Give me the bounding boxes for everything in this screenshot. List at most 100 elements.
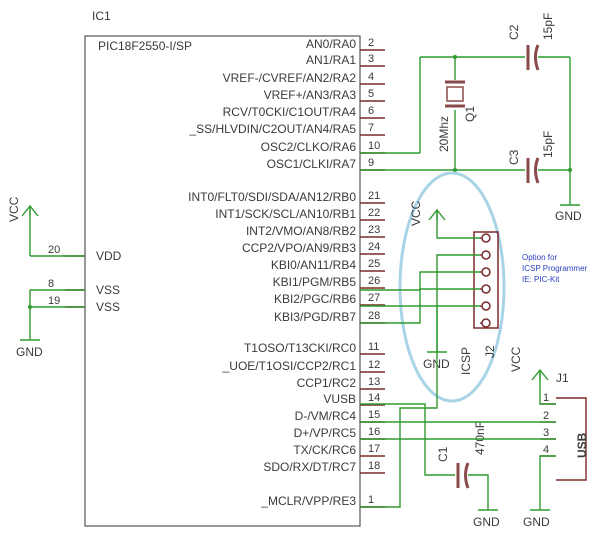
usb-pin-number: 2 <box>543 410 549 422</box>
q1-value: 20Mhz <box>437 116 451 152</box>
icsp-highlight-ellipse <box>398 171 506 403</box>
ic1-pin-name: INT0/FLT0/SDI/SDA/AN12/RB0 <box>188 190 356 204</box>
ic1-pin-number: 12 <box>368 359 380 371</box>
c3-plate-right <box>534 157 540 184</box>
c1-value: 470nF <box>473 421 487 455</box>
ic1-pin-name: INT2/VMO/AN8/RB2 <box>246 224 356 238</box>
usb-gnd-wire <box>539 455 556 510</box>
c3-value: 15pF <box>541 131 555 158</box>
ic1-pin-name: VDD <box>96 249 122 263</box>
c1-gnd-wire <box>468 474 489 510</box>
ic1-pin-number: 16 <box>368 426 380 438</box>
ic1-pin-number: 10 <box>368 140 380 152</box>
vcc-arrow-left <box>21 204 39 217</box>
ic1-pin-number: 19 <box>48 295 60 307</box>
ic1-pin-number: 26 <box>368 275 380 287</box>
ic1-pin-name: KBI2/PGC/RB6 <box>274 292 356 306</box>
usb-pin-number: 3 <box>543 427 549 439</box>
ic1-pin-name: INT1/SCK/SCL/AN10/RB1 <box>215 207 356 221</box>
ic1-pin-name: D+/VP/RC5 <box>294 426 357 440</box>
junction-q1-top <box>453 55 457 59</box>
ic1-pin-number: 2 <box>368 37 374 49</box>
pgd-wire <box>360 288 480 324</box>
icsp-note-line3: IE: PIC-Kit <box>522 275 560 284</box>
ic1-pin-name: T1OSO/T13CKI/RC0 <box>244 341 356 355</box>
ic1-pin-number: 15 <box>368 409 380 421</box>
ic1-pin-number: 20 <box>48 244 60 256</box>
q1-body <box>446 86 464 102</box>
ic1-pin-number: 5 <box>368 88 374 100</box>
ic1-pin-number: 8 <box>48 278 54 290</box>
ic1-pin-number: 21 <box>368 190 380 202</box>
j2-pin <box>481 250 491 260</box>
ic1-pin-number: 18 <box>368 460 380 472</box>
ic1-pin-name: VREF-/CVREF/AN2/RA2 <box>223 71 357 85</box>
ic1-pin-number: 3 <box>368 53 374 65</box>
ic1-pin-name: VUSB <box>323 392 356 406</box>
ic1-pin-number: 7 <box>368 122 374 134</box>
vcc-label-left: VCC <box>7 196 21 222</box>
gnd-label-usb: GND <box>523 515 550 529</box>
vcc-label-icsp: VCC <box>409 200 423 226</box>
j2-ref: J2 <box>483 345 497 358</box>
usb-vcc-wire <box>539 372 556 405</box>
ic1-pin-name: VSS <box>96 300 120 314</box>
ic1-body <box>84 35 361 527</box>
j2-pin <box>481 233 491 243</box>
ic1-pin-number: 23 <box>368 224 380 236</box>
ic1-pin-number: 9 <box>368 157 374 169</box>
mclr-wire <box>360 305 438 508</box>
ic1-pin-number: 13 <box>368 376 380 388</box>
ic1-pin-name: KBI3/PGD/RB7 <box>274 310 356 324</box>
ic1-pin-name: VREF+/AN3/RA3 <box>264 88 357 102</box>
usb-pin-number: 4 <box>543 444 549 456</box>
icsp-note-line1: Option for <box>522 253 557 262</box>
j2-pin <box>481 301 491 311</box>
ic1-pin-name: OSC1/CLKI/RA7 <box>267 157 357 171</box>
gnd-label-left: GND <box>16 345 43 359</box>
icsp-note-line2: ICSP Programmer <box>522 264 588 273</box>
j2-label: ICSP <box>459 347 473 375</box>
c2-plate-right <box>534 44 540 71</box>
ic1-ref: IC1 <box>92 9 111 23</box>
ic1-pin-name: CCP2/VPO/AN9/RB3 <box>242 241 356 255</box>
junction-q1-bottom <box>453 168 457 172</box>
vcc-arrow-usb <box>531 368 549 381</box>
gnd-label-caps: GND <box>555 209 582 223</box>
j2-pins <box>480 233 491 328</box>
ic1-pin-name: CCP1/RC2 <box>297 376 357 390</box>
c1-plate-right <box>464 462 470 489</box>
ic1-pin-name: OSC2/CLKO/RA6 <box>261 140 357 154</box>
ic1-pin-number: 6 <box>368 105 374 117</box>
usb-pins: 1 2 3 4 <box>540 392 556 457</box>
pgm-wire <box>360 271 480 291</box>
usb-pin-number: 1 <box>543 392 549 404</box>
j2-pin <box>481 318 491 328</box>
ic1-pin-name: AN1/RA1 <box>306 53 356 67</box>
c1-ref: C1 <box>436 446 450 462</box>
c2-ref: C2 <box>507 24 521 40</box>
gnd-label-c1: GND <box>473 515 500 529</box>
ic1-pin-name: KBI0/AN11/RB4 <box>271 258 356 272</box>
ic1-pin-number: 28 <box>368 310 380 322</box>
ic1-pin-number: 11 <box>368 341 379 353</box>
ic1-pin-name: VSS <box>96 283 120 297</box>
ic1-pin-number: 25 <box>368 258 380 270</box>
ic1-pin-number: 17 <box>368 443 380 455</box>
ic1-pin-name: SDO/RX/DT/RC7 <box>263 460 356 474</box>
j1-ref: J1 <box>556 371 569 385</box>
ic1-pin-name: AN0/RA0 <box>306 37 356 51</box>
j2-pin <box>481 267 491 277</box>
ic1-part: PIC18F2550-I/SP <box>98 39 192 53</box>
usb-label: USB <box>575 432 589 458</box>
vcc-label-usb: VCC <box>509 346 523 372</box>
ic1-pin-name: KBI1/PGM/RB5 <box>273 275 357 289</box>
junction-vss <box>28 305 32 309</box>
ic1-pin-number: 22 <box>368 207 380 219</box>
junction-caps <box>568 168 572 172</box>
ic1-pin-number: 14 <box>368 392 380 404</box>
ic1-pin-name: _UOE/T1OSI/CCP2/RC1 <box>222 359 357 373</box>
ic1-pin-number: 4 <box>368 71 374 83</box>
